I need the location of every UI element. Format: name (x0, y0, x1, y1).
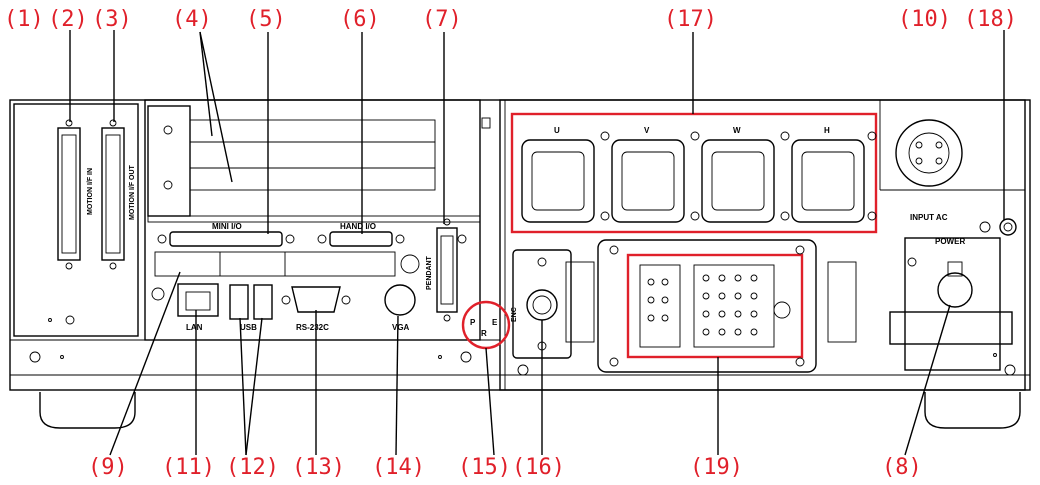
mini-io-label: MINI I/O (212, 222, 242, 231)
expansion-slots (147, 105, 481, 223)
callouts: (1) (2) (3) (4) (5) (6) (7) (17) (10) (1… (4, 7, 1017, 480)
io-connectors (157, 231, 467, 247)
bottom-screws (29, 351, 1016, 376)
motion-out-label: MOTION I/F OUT (129, 164, 136, 220)
conn-u-label: U (554, 126, 560, 135)
motion-in-label: MOTION I/F IN (87, 168, 94, 215)
callout-9: (9) (88, 455, 128, 480)
lan-label: LAN (186, 323, 203, 332)
callout-5: (5) (246, 7, 286, 32)
pendant-label: PENDANT (426, 255, 433, 290)
pe-r-label: R (481, 329, 487, 338)
enc-label: ENC (511, 307, 518, 322)
feet (39, 392, 1021, 429)
vga-label: VGA (392, 323, 410, 332)
callout-13: (13) (292, 455, 345, 480)
chassis (9, 99, 1031, 391)
callout-6: (6) (340, 7, 380, 32)
motor-power-connectors (510, 112, 878, 234)
conn-v-label: V (644, 126, 650, 135)
conn-h-label: H (824, 126, 830, 135)
callout-8: (8) (882, 455, 922, 480)
callout-17: (17) (664, 7, 717, 32)
motion-if-connectors (48, 119, 125, 325)
ports-row (151, 251, 420, 320)
callout-12: (12) (226, 455, 279, 480)
pe-e-label: E (492, 318, 498, 327)
callout-2: (2) (48, 7, 88, 32)
power-switch (889, 237, 1013, 371)
callout-4: (4) (172, 7, 212, 32)
callout-11: (11) (162, 455, 215, 480)
hand-io-label: HAND I/O (340, 222, 376, 231)
usb-label: USB (240, 323, 257, 332)
multi-pin-connector (565, 239, 857, 373)
leader-lines (69, 30, 1005, 456)
callout-16: (16) (512, 455, 565, 480)
pe-p-label: P (470, 318, 476, 327)
callout-10: (10) (898, 7, 951, 32)
callout-15: (15) (458, 455, 511, 480)
power-label: POWER (935, 237, 965, 246)
input-ac-connector (895, 119, 963, 187)
input-ac-label: INPUT AC (910, 213, 948, 222)
callout-18: (18) (964, 7, 1017, 32)
callout-3: (3) (92, 7, 132, 32)
ground-terminal (979, 218, 1017, 236)
callout-19: (19) (690, 455, 743, 480)
pendant-connector (436, 117, 491, 322)
rs232c-label: RS-232C (296, 323, 329, 332)
callout-1: (1) (4, 7, 44, 32)
callout-14: (14) (372, 455, 425, 480)
callout-7: (7) (422, 7, 462, 32)
conn-w-label: W (733, 126, 741, 135)
